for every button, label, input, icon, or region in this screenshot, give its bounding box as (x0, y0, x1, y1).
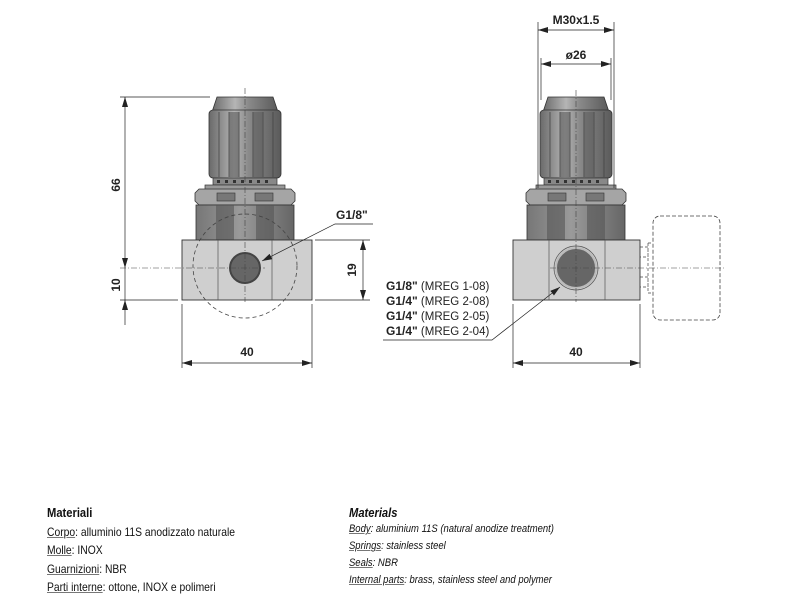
dim-diameter: ø26 (566, 48, 587, 62)
port-item: G1/4" (MREG 2-04) (386, 324, 489, 338)
port-item: G1/4" (MREG 2-08) (386, 294, 489, 308)
material-row: Body: aluminium 11S (natural anodize tre… (349, 523, 554, 535)
material-row: Internal parts: brass, stainless steel a… (349, 574, 552, 586)
dim-center-10: 10 (109, 278, 123, 292)
port-list: G1/8" (MREG 1-08) G1/4" (MREG 2-08) G1/4… (386, 279, 489, 338)
material-row: Guarnizioni: NBR (47, 561, 127, 576)
material-row: Seals: NBR (349, 557, 398, 569)
material-row: Molle: INOX (47, 543, 103, 557)
materials-italian: Materiali Corpo: alluminio 11S anodizzat… (47, 504, 235, 597)
dim-body-height-19: 19 (345, 263, 359, 277)
left-view: 66 10 19 40 G1/8" (109, 88, 373, 368)
port-item: G1/8" (MREG 1-08) (386, 279, 489, 293)
materials-english: Materials Body: aluminium 11S (natural a… (349, 504, 554, 589)
material-row: Springs: stainless steel (349, 540, 446, 552)
materials-title-en: Materials (349, 505, 398, 520)
dim-width-40-left: 40 (240, 345, 254, 359)
dim-height-66: 66 (109, 178, 123, 192)
materials-title-it: Materiali (47, 505, 93, 520)
port-item: G1/4" (MREG 2-05) (386, 309, 489, 323)
material-row: Parti interne: ottone, INOX e polimeri (47, 580, 216, 594)
right-view: M30x1.5 ø26 40 G1/8" (MREG 1-08) G1/4" (… (383, 13, 725, 368)
dim-thread: M30x1.5 (553, 13, 600, 27)
material-row: Corpo: alluminio 11S anodizzato naturale (47, 524, 235, 539)
dim-width-40-right: 40 (569, 345, 583, 359)
port-label-left: G1/8" (336, 208, 368, 222)
